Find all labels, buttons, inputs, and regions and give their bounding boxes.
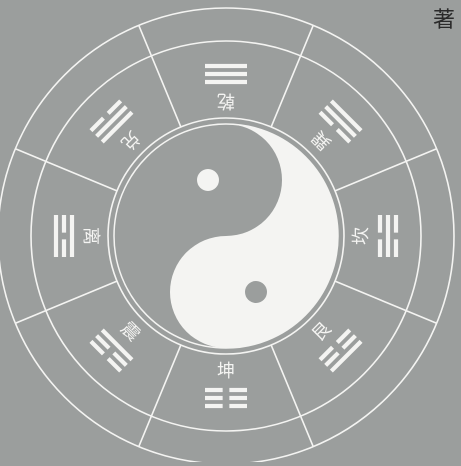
taiji-yang-dot	[197, 169, 219, 191]
trigram-yang-line	[324, 105, 357, 138]
trigram-yin-line-right	[335, 127, 352, 144]
trigram-yin-line-right	[324, 351, 340, 367]
sector-divider	[334, 280, 437, 324]
taiji-yin-dot	[245, 281, 267, 303]
trigram-yang-line	[95, 105, 128, 138]
trigram-yin-line-right	[95, 334, 111, 350]
sector-divider	[334, 148, 437, 192]
trigram-label: 乾	[217, 90, 235, 111]
trigram-yang-line	[69, 215, 75, 257]
sector-divider	[15, 280, 118, 324]
trigram-yang-line	[53, 215, 59, 257]
trigram-yin-line-left	[318, 110, 335, 127]
trigram-yin-line-left	[89, 116, 105, 133]
trigram-yin-line-left	[112, 351, 128, 367]
trigram-label: 兑	[116, 126, 144, 154]
trigram-yin-line-left	[341, 334, 357, 350]
trigram-yang-line	[205, 79, 247, 85]
sector-divider	[138, 25, 182, 128]
trigram-6: 震	[89, 318, 144, 373]
middle-ring	[30, 40, 422, 432]
trigram-yin-line-right	[106, 99, 123, 115]
trigram-label: 坎	[351, 227, 372, 245]
sector-divider	[138, 344, 182, 447]
trigram-yang-line	[100, 328, 134, 362]
trigram-yin-line-left	[106, 357, 123, 373]
trigram-yin-line-right	[61, 215, 67, 233]
corner-character: 著	[432, 8, 455, 33]
trigram-yin-line-right	[205, 403, 223, 409]
trigram-yin-line-left	[377, 215, 383, 233]
inner-ring	[107, 117, 345, 355]
trigram-yang-line	[329, 99, 363, 133]
trigram-label: 震	[116, 318, 144, 346]
trigram-yin-line-left	[229, 395, 247, 401]
taiji-symbol	[113, 123, 339, 349]
trigram-yin-line-left	[229, 403, 247, 409]
sector-divider	[15, 148, 118, 192]
trigram-label: 坤	[217, 361, 235, 382]
trigram-yin-line-right	[393, 239, 399, 257]
trigram-yin-line-left	[393, 215, 399, 233]
trigram-1: 乾	[205, 63, 247, 111]
trigram-yin-line-right	[205, 387, 223, 393]
trigram-yin-line-left	[335, 328, 352, 345]
trigram-label: 巽	[308, 126, 336, 154]
trigram-yang-line	[205, 71, 247, 77]
trigram-label: 离	[80, 227, 101, 245]
trigram-yin-line-left	[229, 387, 247, 393]
taiji-yang-half	[170, 124, 338, 348]
trigram-7: 离	[53, 215, 101, 257]
sector-divider	[270, 25, 314, 128]
trigram-yang-line	[385, 215, 391, 257]
trigram-3: 坎	[351, 215, 399, 257]
sector-divider	[270, 344, 314, 447]
trigram-label: 艮	[308, 318, 336, 346]
trigram-yin-line-right	[377, 239, 383, 257]
trigram-yang-line	[205, 63, 247, 69]
trigram-yin-line-left	[61, 239, 67, 257]
trigram-yang-line	[329, 339, 363, 373]
trigram-yin-line-right	[89, 339, 105, 356]
trigram-yang-line	[100, 110, 134, 144]
trigram-yin-line-right	[205, 395, 223, 401]
trigram-5: 坤	[205, 361, 247, 409]
trigram-yin-line-right	[318, 345, 335, 362]
